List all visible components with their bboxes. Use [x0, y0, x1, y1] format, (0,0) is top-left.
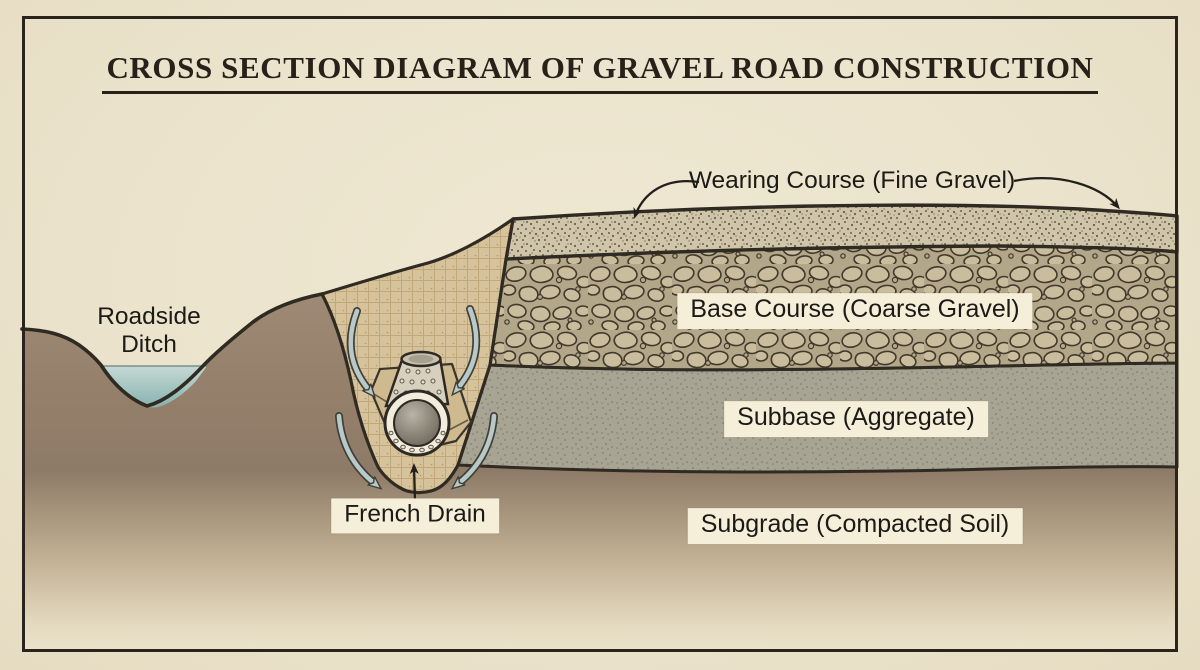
wearing-pointer-left — [633, 179, 700, 219]
subgrade-ground-shape — [22, 294, 1177, 650]
label-wearing-course: Wearing Course (Fine Gravel) — [688, 166, 1016, 194]
label-pointers — [409, 177, 1120, 502]
label-subbase: Subbase (Aggregate) — [724, 401, 988, 437]
page-title: CROSS SECTION DIAGRAM OF GRAVEL ROAD CON… — [102, 50, 1098, 94]
wearing-course-layer — [504, 203, 1179, 261]
ground-surface-line — [20, 292, 324, 408]
label-base-course: Base Course (Coarse Gravel) — [677, 293, 1033, 329]
flow-arrow-top-left — [346, 307, 369, 390]
label-roadside-ditch: Roadside Ditch — [97, 302, 201, 358]
flow-arrow-bottom-left — [335, 412, 374, 483]
flow-arrow-bottom-right — [459, 412, 498, 483]
ditch-water — [102, 365, 207, 408]
label-subgrade: Subgrade (Compacted Soil) — [687, 508, 1023, 544]
pipe-bore — [393, 399, 441, 447]
title-area: CROSS SECTION DIAGRAM OF GRAVEL ROAD CON… — [0, 50, 1200, 94]
water-flow-arrows — [335, 305, 498, 483]
wearing-pointer-right — [1013, 177, 1120, 210]
french-drain-pointer — [409, 463, 419, 502]
pipe-perforations-rim — [388, 430, 446, 453]
drain-pipe — [383, 350, 451, 457]
label-french-drain: French Drain — [331, 498, 499, 534]
pipe-top-bore — [408, 354, 434, 364]
flow-arrow-top-right — [458, 305, 481, 388]
